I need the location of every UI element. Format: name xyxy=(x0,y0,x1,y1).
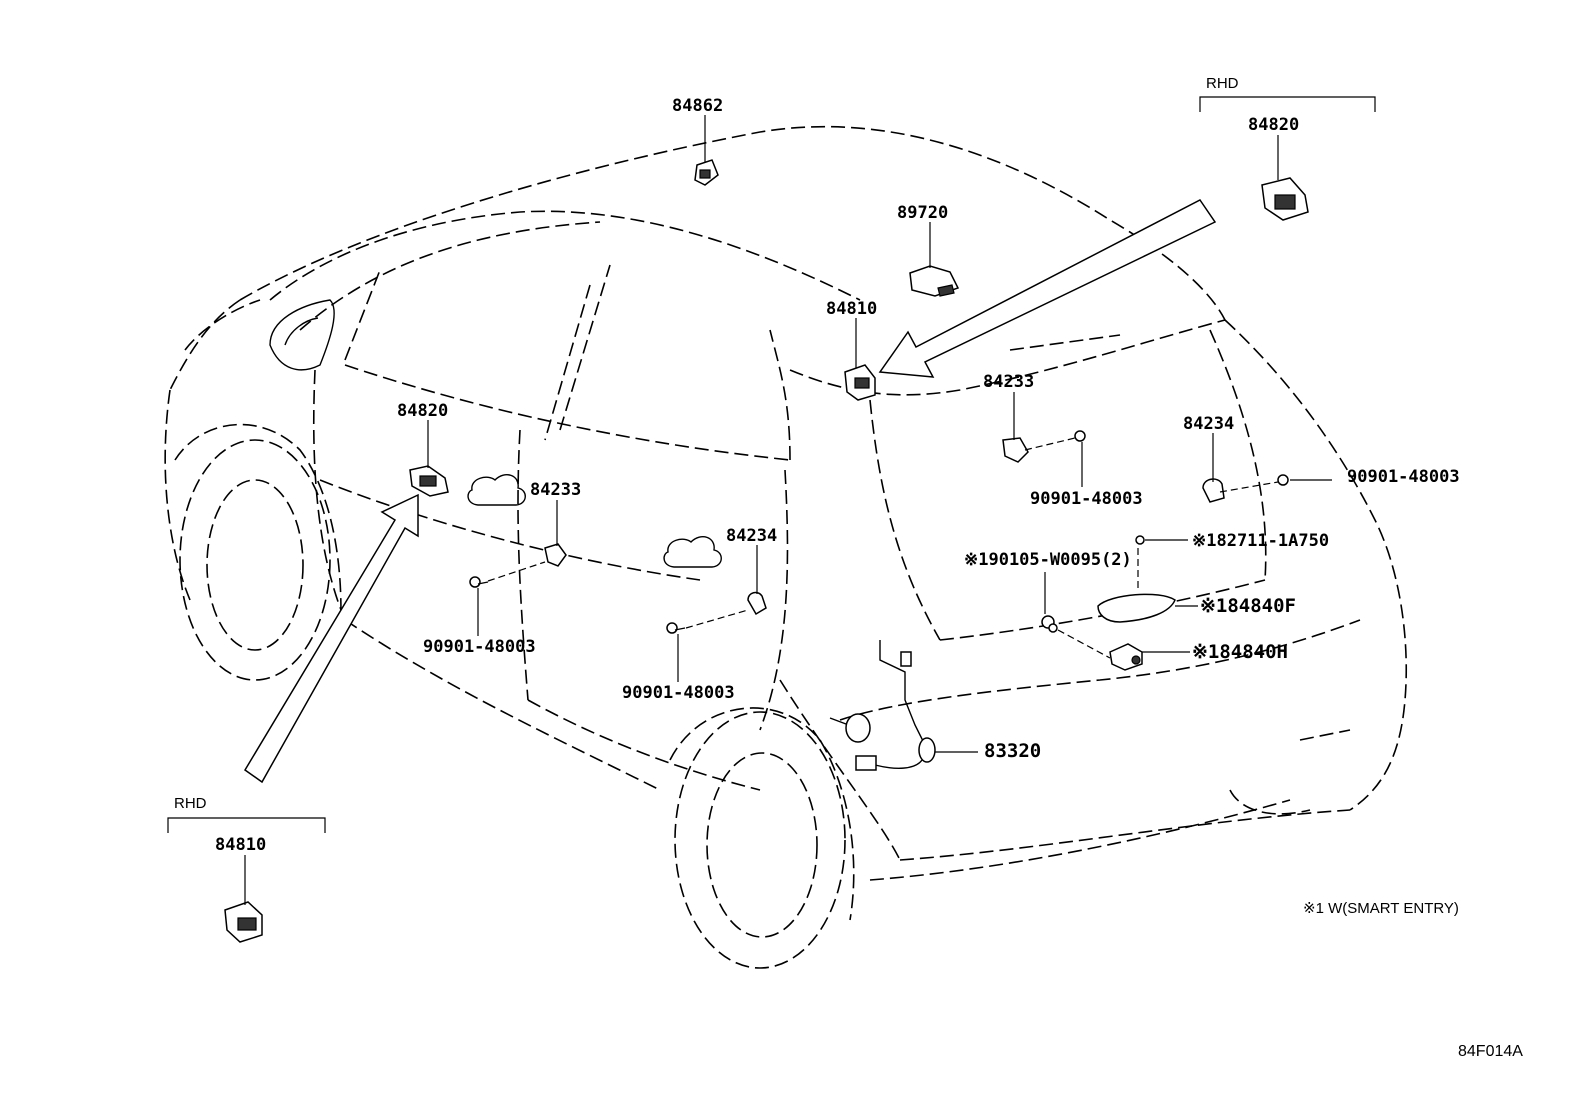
label-84233-door: 84233 xyxy=(530,480,581,500)
label-rhd-top: RHD xyxy=(1206,75,1239,92)
part-84820-door-icon xyxy=(409,465,449,497)
part-84820-rhd-icon xyxy=(1261,177,1309,221)
label-rhd-bottom: RHD xyxy=(174,795,207,812)
door-handle-outline-rear xyxy=(663,536,722,568)
nut-182711-icon xyxy=(1135,535,1145,545)
part-184840F-icon xyxy=(1097,593,1176,623)
label-90901-rear-a: 90901-48003 xyxy=(1030,489,1143,509)
label-90901-rear-b: 90901-48003 xyxy=(1347,467,1460,487)
part-84810-rhd-icon xyxy=(224,901,263,943)
label-182711: ※182711-1A750 xyxy=(1192,531,1329,551)
part-84234-door-icon xyxy=(747,591,767,616)
label-184840F: ※184840F xyxy=(1200,595,1296,617)
label-84820-rhd: 84820 xyxy=(1248,115,1299,135)
part-84233-rear-icon xyxy=(1002,437,1029,463)
label-84234-rear: 84234 xyxy=(1183,414,1234,434)
label-190105: ※190105-W0095(2) xyxy=(964,550,1132,570)
label-90901-door-rear: 90901-48003 xyxy=(622,683,735,703)
part-83320-icon xyxy=(829,640,936,771)
figure-id: 84F014A xyxy=(1458,1043,1523,1060)
bolt-door-rear-icon xyxy=(666,622,686,634)
part-89720-icon xyxy=(909,265,960,297)
part-84862-icon xyxy=(694,159,719,186)
part-184840H-icon xyxy=(1109,643,1143,671)
label-90901-door-front: 90901-48003 xyxy=(423,637,536,657)
leader-lines xyxy=(167,96,1376,905)
part-labels: 84862 89720 84810 RHD 84820 84820 84233 … xyxy=(174,75,1523,1060)
arrow-to-tailgate xyxy=(878,199,1217,378)
screw-190105-icon xyxy=(1041,615,1058,633)
label-84234-door: 84234 xyxy=(726,526,777,546)
label-84233-rear: 84233 xyxy=(983,372,1034,392)
label-84810-rhd: 84810 xyxy=(215,835,266,855)
part-84234-rear-icon xyxy=(1202,478,1225,503)
label-184840H: ※184840H xyxy=(1192,641,1288,663)
label-89720: 89720 xyxy=(897,203,948,223)
part-84233-door-icon xyxy=(544,543,567,567)
bolt-door-front-icon xyxy=(469,576,489,588)
bolt-rear-a-icon xyxy=(1074,430,1086,442)
footnote-smart-entry: ※1 W(SMART ENTRY) xyxy=(1303,900,1459,917)
door-handle-outline-front xyxy=(467,474,526,506)
arrow-to-door-handle xyxy=(243,493,419,784)
label-84810-top: 84810 xyxy=(826,299,877,319)
bolt-rear-b-icon xyxy=(1277,474,1289,486)
label-84862: 84862 xyxy=(672,96,723,116)
label-83320: 83320 xyxy=(984,740,1041,762)
part-84810-switch-icon xyxy=(844,364,876,401)
label-84820-door: 84820 xyxy=(397,401,448,421)
